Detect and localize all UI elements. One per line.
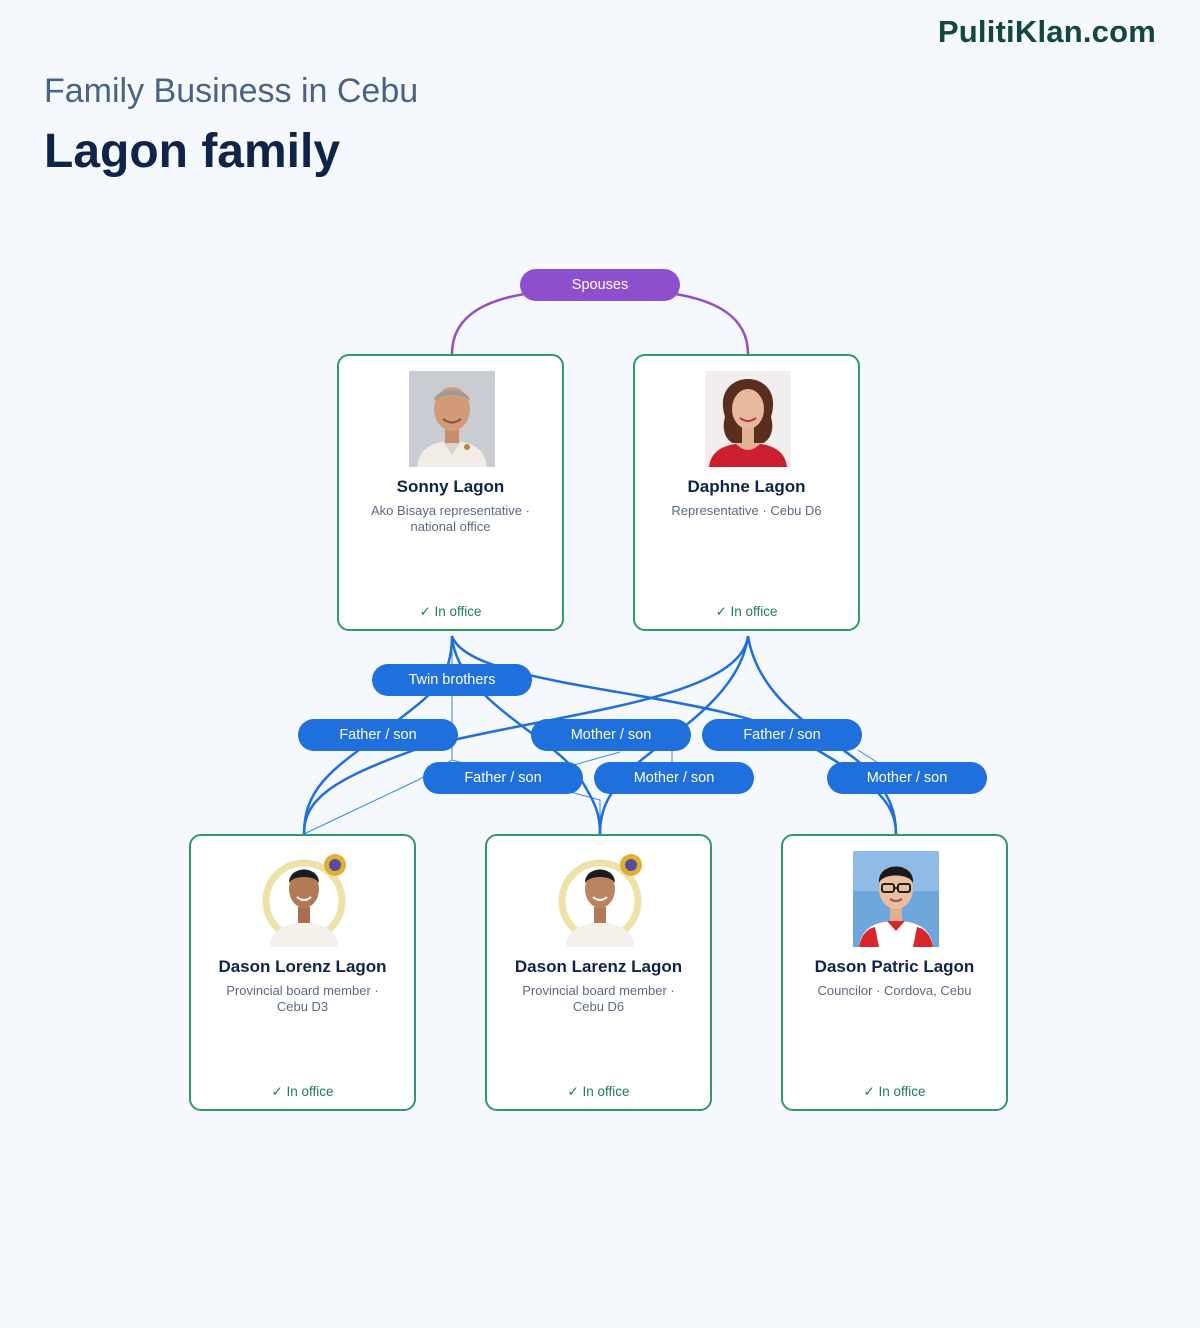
relation-label-father-son: Father / son <box>298 719 458 751</box>
person-name: Dason Lorenz Lagon <box>218 957 387 976</box>
relation-label-father-son: Father / son <box>423 762 583 794</box>
edge-mother-son <box>598 635 750 835</box>
relation-label-father-son: Father / son <box>702 719 862 751</box>
person-name: Daphne Lagon <box>687 477 806 496</box>
person-role: Ako Bisaya representative · national off… <box>371 503 530 534</box>
status-badge: ✓ In office <box>863 1084 926 1099</box>
young-man-portrait-icon <box>557 851 643 947</box>
status-badge: ✓ In office <box>271 1084 334 1099</box>
young-man-glasses-portrait-icon <box>853 851 939 947</box>
relation-label-twin-brothers: Twin brothers <box>372 664 532 696</box>
person-card-daphne-lagon[interactable]: Daphne Lagon Representative · Cebu D6 ✓ … <box>633 354 860 631</box>
relation-label-mother-son: Mother / son <box>827 762 987 794</box>
person-name: Dason Patric Lagon <box>814 957 975 976</box>
edge-spouses <box>450 290 541 355</box>
person-role: Provincial board member · Cebu D6 <box>522 983 675 1014</box>
relation-label-spouses: Spouses <box>520 269 680 301</box>
woman-portrait-icon <box>705 371 791 467</box>
young-man-portrait-icon <box>261 851 347 947</box>
edge-mother-son <box>302 635 750 835</box>
relation-label-mother-son: Mother / son <box>594 762 754 794</box>
person-name: Sonny Lagon <box>396 477 505 496</box>
edge-mother-son <box>746 635 898 835</box>
person-card-dason-patric-lagon[interactable]: Dason Patric Lagon Councilor · Cordova, … <box>781 834 1008 1111</box>
person-role: Representative · Cebu D6 <box>671 503 822 518</box>
brand-logo-text[interactable]: PulitiKlan.com <box>937 14 1156 49</box>
edge-spouses <box>659 290 750 355</box>
person-name: Dason Larenz Lagon <box>514 957 683 976</box>
person-card-sonny-lagon[interactable]: Sonny Lagon Ako Bisaya representative · … <box>337 354 564 631</box>
status-badge: ✓ In office <box>567 1084 630 1099</box>
person-role: Councilor · Cordova, Cebu <box>817 983 972 998</box>
person-role: Provincial board member · Cebu D3 <box>226 983 379 1014</box>
page-subtitle: Family Business in Cebu <box>44 72 419 110</box>
man-portrait-icon <box>409 371 495 467</box>
relation-label-mother-son: Mother / son <box>531 719 691 751</box>
status-badge: ✓ In office <box>715 604 778 619</box>
status-badge: ✓ In office <box>419 604 482 619</box>
person-card-dason-lorenz-lagon[interactable]: Dason Lorenz Lagon Provincial board memb… <box>189 834 416 1111</box>
person-card-dason-larenz-lagon[interactable]: Dason Larenz Lagon Provincial board memb… <box>485 834 712 1111</box>
page-title: Lagon family <box>44 125 341 178</box>
